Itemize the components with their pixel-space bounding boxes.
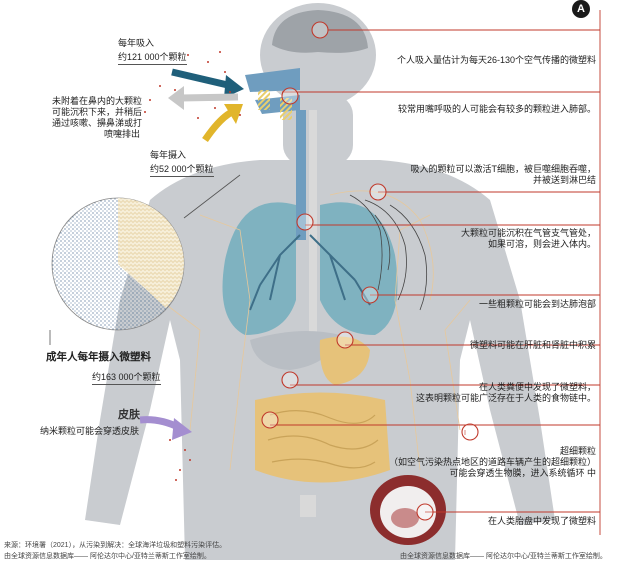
callout-markers	[261, 21, 479, 521]
source-line-1: 来源：环境署（2021），从污染到解决：全球海洋垃圾和塑料污染评估。	[4, 542, 227, 549]
annotation-bronchi: 大颗粒可能沉积在气管支气管处， 如果可溶，则会进入体内。	[460, 228, 596, 249]
annotation-liver-kidney: 微塑料可能在肝脏和肾脏中积累	[469, 340, 596, 350]
inhale-year-title: 每年吸入	[118, 38, 155, 48]
particle-count-circle	[51, 197, 185, 331]
skin-arrow	[139, 416, 192, 481]
annotation-placenta: 在人类胎盘中发现了微塑料	[487, 516, 596, 526]
annotation-alveoli: 一些粗颗粒可能会到达肺泡部	[478, 299, 596, 309]
annotation-mouth-breathing: 较常用嘴呼吸的人可能会有较多的颗粒进入肺部。	[397, 104, 596, 114]
annotation-inhale-rate: 个人吸入量估计为每天26-130个空气传播的微塑料	[396, 55, 596, 65]
inhale-year-count: 约121 000个颗粒	[118, 52, 187, 65]
ingest-year-count: 约52 000个颗粒	[150, 164, 214, 177]
exhale-arrow	[168, 86, 239, 110]
adult-total-count: 约163 000个颗粒	[92, 372, 161, 385]
nose-trapped-note: 未附着在鼻内的大颗粒 可能沉积下来，并稍后 通过咳嗽、擤鼻涕或打 喷嚏排出	[52, 96, 143, 139]
skin-desc: 纳米颗粒可能会穿透皮肤	[40, 426, 140, 436]
ingest-arrow	[202, 104, 243, 142]
source-line-2: 由全球资源信息数据库—— 阿伦达尔中心/亚特兰蒂斯工作室绘制。	[4, 553, 211, 560]
adult-total-title: 成年人每年摄入微塑料	[46, 352, 151, 363]
annotation-feces: 在人类粪便中发现了微塑料， 这表明颗粒可能广泛存在于人类的食物链中。	[415, 382, 596, 403]
ingest-year-title: 每年摄入	[150, 150, 187, 160]
callout-lines	[270, 10, 601, 535]
inhale-arrow	[171, 68, 244, 98]
annotation-lymph: 吸入的颗粒可以激活T细胞，被巨噬细胞吞噬， 并被送到淋巴结	[410, 164, 597, 185]
annotation-ultrafine: 超细颗粒 （如空气污染热点地区的道路车辆产生的超细颗粒） 可能会穿透生物膜，进入…	[388, 446, 596, 478]
airborne-particles	[144, 51, 241, 119]
circle-connectors	[49, 174, 241, 345]
source-line-3: 由全球资源信息数据库—— 阿伦达尔中心/亚特兰蒂斯工作室绘制。	[400, 553, 607, 560]
skin-title: 皮肤	[118, 409, 140, 421]
panel-badge: A	[572, 0, 590, 18]
